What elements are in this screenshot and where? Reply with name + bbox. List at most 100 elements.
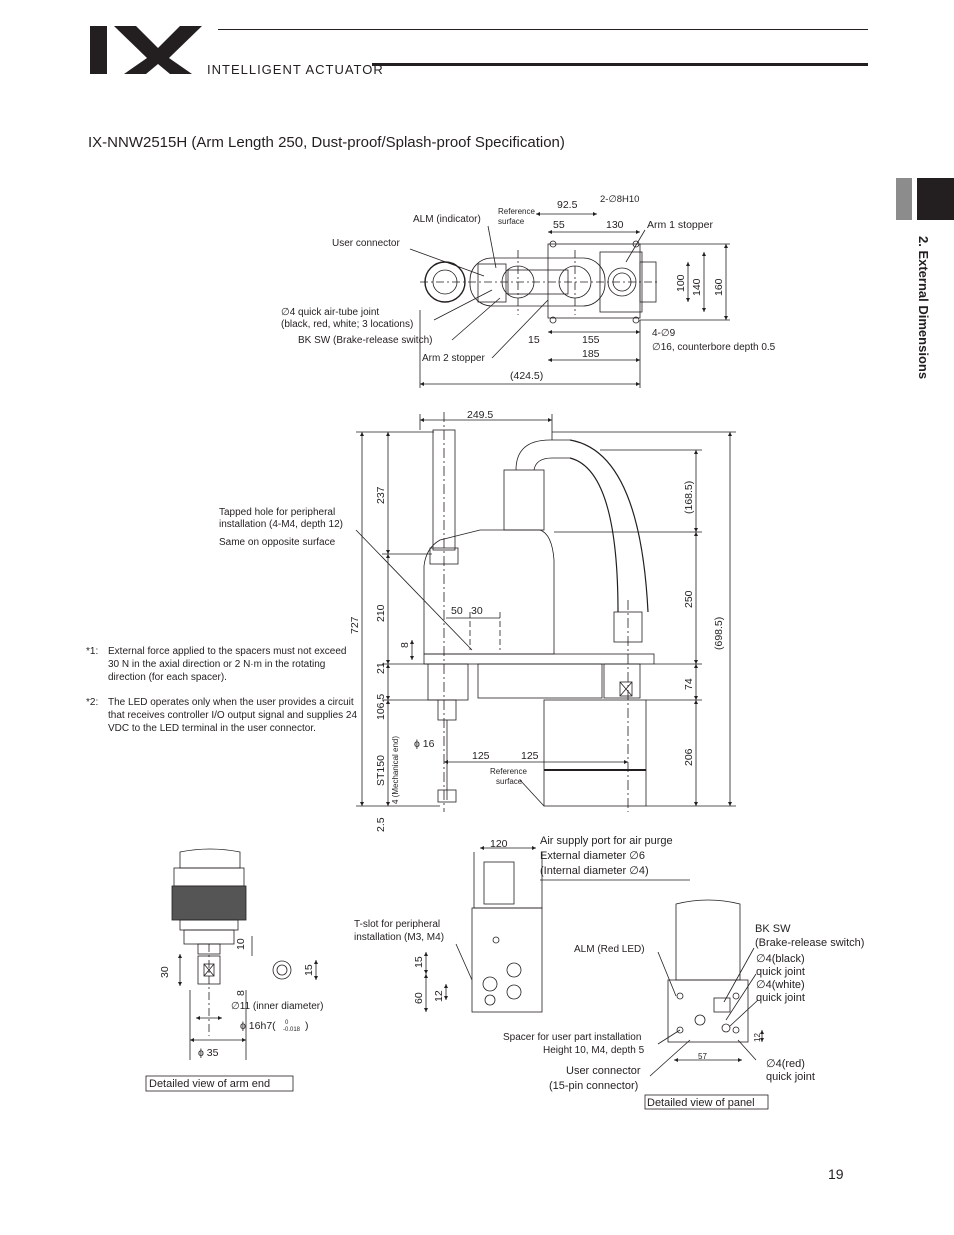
tslot-label-1: T-slot for peripheral: [354, 919, 440, 930]
panel-alm: ALM (Red LED): [574, 944, 645, 955]
panel-caption: Detailed view of panel: [647, 1097, 755, 1109]
top-dim-160: 160: [713, 278, 725, 296]
header-rule-thin: [218, 29, 868, 30]
front-ref-2: surface: [496, 777, 523, 786]
dimension-labels: 92.5 2-∅8H10 55 130 Arm 1 stopper ALM (i…: [149, 194, 864, 1109]
section-side-label: 2. External Dimensions: [916, 236, 931, 380]
front-dim-206: 206: [683, 748, 695, 766]
top-ref-2: surface: [498, 217, 525, 226]
side-tab-marker-black: [917, 178, 954, 220]
front-opposite: Same on opposite surface: [219, 537, 336, 548]
front-ref-1: Reference: [490, 767, 527, 776]
air-label-3: (Internal diameter ∅4): [540, 865, 649, 877]
air-label-1: Air supply port for air purge: [540, 835, 673, 847]
top-holes: 4-∅9: [652, 328, 676, 339]
air-label-2: External diameter ∅6: [540, 850, 645, 862]
top-alm: ALM (indicator): [413, 214, 481, 225]
arm-inner: ∅11 (inner diameter): [231, 1001, 323, 1012]
note-1-text: External force applied to the spacers mu…: [108, 646, 347, 683]
front-dim-1065: 106.5: [375, 694, 387, 720]
air-dim-60: 60: [413, 992, 425, 1004]
front-dim-1685: (168.5): [683, 481, 695, 514]
air-port-view: [424, 846, 690, 1013]
arm-end-detail: [145, 848, 318, 1092]
front-dim-8: 8: [399, 642, 411, 648]
panel-white-1: ∅4(white): [756, 979, 805, 991]
front-dim-mech-end: 4 (Mechanical end): [391, 736, 400, 804]
arm-paren: ): [305, 1020, 309, 1032]
tslot-label-2: installation (M3, M4): [354, 932, 444, 943]
front-dim-727: 727: [349, 616, 361, 634]
top-arm1-stopper: Arm 1 stopper: [647, 219, 713, 231]
ix-logo: [90, 22, 202, 78]
arm-phi35: ϕ 35: [198, 1047, 219, 1059]
front-dim-250: 250: [683, 590, 695, 608]
top-dim-100: 100: [675, 274, 687, 292]
page-number: 19: [828, 1166, 844, 1182]
panel-red-2: quick joint: [766, 1071, 815, 1083]
top-dim-55: 55: [553, 219, 565, 231]
top-dim-15: 15: [528, 334, 540, 346]
front-dim-30: 30: [471, 605, 483, 617]
arm-dim-8: 8: [235, 990, 247, 996]
panel-spacer-2: Height 10, M4, depth 5: [543, 1045, 645, 1056]
front-dim-210: 210: [375, 604, 387, 622]
front-dim-21: 21: [375, 662, 387, 674]
panel-black-1: ∅4(black): [756, 953, 805, 965]
arm-tol-lo: -0.018: [283, 1027, 301, 1033]
air-dim-120: 120: [490, 838, 508, 850]
note-2-text: The LED operates only when the user prov…: [108, 697, 358, 734]
panel-red-1: ∅4(red): [766, 1058, 805, 1070]
panel-view: [644, 899, 769, 1110]
panel-spacer-1: Spacer for user part installation: [503, 1032, 641, 1043]
arm-dim-10: 10: [235, 938, 247, 950]
note-1-mark: *1:: [86, 646, 99, 657]
panel-bksw-1: BK SW: [755, 923, 791, 935]
panel-uc-1: User connector: [566, 1065, 641, 1077]
arm-phi16h7: ϕ 16h7(: [240, 1020, 276, 1032]
arm-end-caption: Detailed view of arm end: [149, 1078, 270, 1090]
arm-dim-15: 15: [303, 964, 315, 976]
front-tapped-1: Tapped hole for peripheral: [219, 507, 335, 518]
brand-subtitle: INTELLIGENT ACTUATOR: [207, 62, 384, 77]
page-title: IX-NNW2515H (Arm Length 250, Dust-proof/…: [88, 134, 565, 151]
panel-dim-12: 12: [753, 1033, 762, 1042]
note-1: *1: External force applied to the spacer…: [86, 645, 361, 697]
side-tab-marker-grey: [896, 178, 912, 220]
top-user-connector: User connector: [332, 238, 400, 249]
front-dim-st150: ST150: [375, 755, 387, 786]
top-airjoint-2: (black, red, white; 3 locations): [281, 319, 413, 330]
front-dim-50: 50: [451, 605, 463, 617]
top-dim-185: 185: [582, 348, 600, 360]
front-dim-6985: (698.5): [713, 617, 725, 650]
air-dim-15: 15: [413, 956, 425, 968]
front-tapped-2: installation (4-M4, depth 12): [219, 519, 343, 530]
panel-dim-57: 57: [698, 1052, 707, 1061]
panel-uc-2: (15-pin connector): [549, 1080, 638, 1092]
panel-bksw-2: (Brake-release switch): [755, 937, 864, 949]
front-dim-2495: 249.5: [467, 409, 493, 421]
arm-dim-30: 30: [159, 966, 171, 978]
top-bk-sw: BK SW (Brake-release switch): [298, 335, 432, 346]
top-arm2-stopper: Arm 2 stopper: [422, 353, 485, 364]
front-dim-phi16: ϕ 16: [414, 738, 435, 750]
top-dim-925: 92.5: [557, 199, 578, 211]
arm-tol-hi: 0: [285, 1020, 289, 1026]
front-dim-237: 237: [375, 486, 387, 504]
top-counterbore: ∅16, counterbore depth 0.5: [652, 342, 776, 353]
top-dim-140: 140: [691, 278, 703, 296]
top-ref-1: Reference: [498, 207, 535, 216]
top-dim-155: 155: [582, 334, 600, 346]
header-rule-thick: [372, 63, 868, 66]
front-dim-125b: 125: [521, 750, 539, 762]
top-airjoint-1: ∅4 quick air-tube joint: [281, 307, 379, 318]
front-dim-125a: 125: [472, 750, 490, 762]
note-2-mark: *2:: [86, 697, 99, 708]
note-2: *2: The LED operates only when the user …: [86, 696, 361, 748]
top-bores: 2-∅8H10: [600, 194, 639, 205]
front-dim-74: 74: [683, 678, 695, 690]
panel-white-2: quick joint: [756, 992, 805, 1004]
panel-black-2: quick joint: [756, 966, 805, 978]
top-dim-4245: (424.5): [510, 370, 543, 382]
